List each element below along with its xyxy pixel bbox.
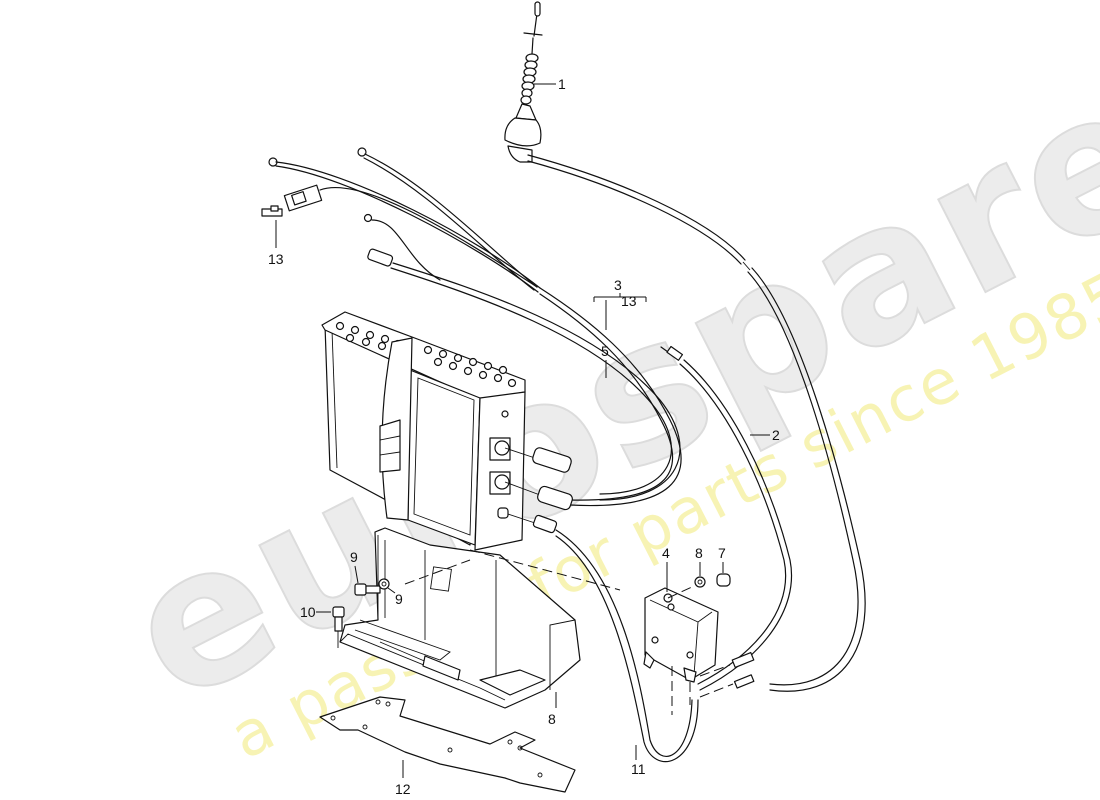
bolt-9[interactable] bbox=[354, 583, 381, 596]
cable-6[interactable] bbox=[555, 529, 699, 763]
callout-13-fuse[interactable]: 13 bbox=[268, 251, 284, 267]
fuse[interactable] bbox=[261, 205, 283, 217]
antenna-amplifier-box[interactable] bbox=[643, 587, 719, 683]
callout-8a[interactable]: 8 bbox=[695, 545, 703, 561]
leader-8b bbox=[387, 587, 396, 594]
connecting-cable[interactable] bbox=[367, 248, 681, 501]
washer-8b-hole bbox=[381, 581, 387, 587]
callout-1[interactable]: 1 bbox=[558, 76, 566, 92]
power-harness[interactable] bbox=[268, 147, 682, 507]
watermark: eurospares a passion for parts since 198… bbox=[94, 0, 1100, 773]
antenna-spring bbox=[520, 53, 539, 105]
cable-plugs[interactable] bbox=[504, 447, 574, 534]
callout-4[interactable]: 4 bbox=[662, 545, 670, 561]
callout-2[interactable]: 2 bbox=[772, 427, 780, 443]
callout-11[interactable]: 10 bbox=[300, 604, 316, 620]
callout-9[interactable]: 9 bbox=[350, 549, 358, 565]
callout-5[interactable]: 5 bbox=[601, 343, 609, 359]
callout-group-3 bbox=[593, 293, 647, 378]
screw-11[interactable] bbox=[332, 606, 345, 648]
callout-12[interactable]: 12 bbox=[395, 781, 411, 797]
amplifier-unit[interactable] bbox=[321, 311, 526, 551]
assembly-line-tray bbox=[469, 549, 621, 591]
mounting-bracket[interactable] bbox=[319, 696, 576, 793]
assembly-line-8 bbox=[667, 585, 695, 599]
washer-8b[interactable] bbox=[378, 578, 390, 590]
antenna-connector-cable[interactable] bbox=[660, 345, 792, 691]
washer-8[interactable] bbox=[694, 576, 706, 588]
leader-9 bbox=[354, 565, 359, 584]
callout-7[interactable]: 7 bbox=[718, 545, 726, 561]
washer-8-hole bbox=[697, 579, 703, 585]
callout-13-group[interactable]: 13 bbox=[621, 293, 637, 309]
antenna-mast[interactable] bbox=[504, 1, 543, 163]
assembly-line-9 bbox=[404, 559, 471, 585]
callout-8b[interactable]: 9 bbox=[395, 591, 403, 607]
callout-6[interactable]: 11 bbox=[631, 761, 646, 777]
callout-10[interactable]: 8 bbox=[548, 711, 556, 727]
amplifier-connectors[interactable] bbox=[671, 651, 755, 715]
callout-3[interactable]: 3 bbox=[614, 277, 622, 293]
mounting-tray[interactable] bbox=[339, 527, 581, 709]
antenna-cable[interactable] bbox=[527, 154, 866, 692]
nut-7[interactable] bbox=[716, 573, 731, 587]
